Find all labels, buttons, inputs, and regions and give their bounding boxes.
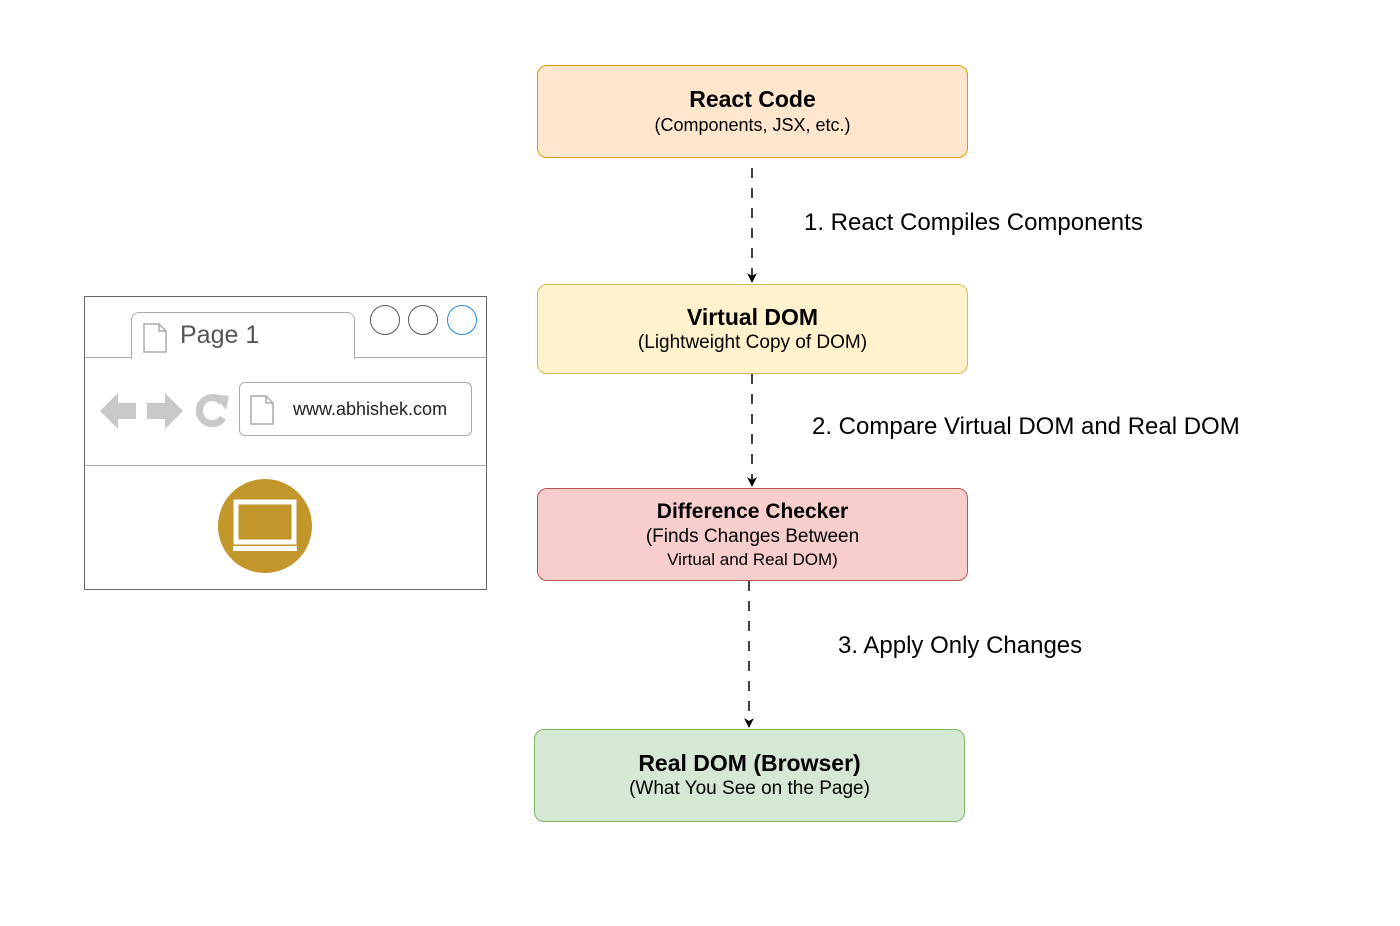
address-bar: www.abhishek.com xyxy=(239,382,472,436)
browser-window-mockup: Page 1 www.abhishek.com xyxy=(84,296,487,590)
difference-checker-node: Difference Checker (Finds Changes Betwee… xyxy=(537,488,968,581)
real-dom-node: Real DOM (Browser) (What You See on the … xyxy=(534,729,965,822)
address-url: www.abhishek.com xyxy=(293,399,448,419)
difference-checker-subtitle-line1: (Finds Changes Between xyxy=(645,525,860,547)
reload-icon xyxy=(195,394,229,428)
step-1-label: 1. React Compiles Components xyxy=(804,209,1143,236)
real-dom-title: Real DOM (Browser) xyxy=(638,750,861,776)
window-control-circle xyxy=(370,305,400,335)
react-code-node: React Code (Components, JSX, etc.) xyxy=(537,65,968,158)
tab-strip-line xyxy=(355,357,487,358)
browser-tab: Page 1 xyxy=(131,312,355,359)
react-code-title: React Code xyxy=(689,86,816,112)
step-2-label: 2. Compare Virtual DOM and Real DOM xyxy=(812,413,1240,440)
step-3-label: 3. Apply Only Changes xyxy=(838,632,1083,659)
difference-checker-title: Difference Checker xyxy=(656,499,849,523)
page-icon xyxy=(250,395,274,425)
react-code-subtitle: (Components, JSX, etc.) xyxy=(654,115,851,135)
tab-strip-line xyxy=(85,357,131,358)
monitor-badge xyxy=(218,479,312,573)
real-dom-subtitle: (What You See on the Page) xyxy=(629,778,870,799)
difference-checker-subtitle-line2: Virtual and Real DOM) xyxy=(667,549,838,569)
page-icon xyxy=(143,323,167,353)
monitor-icon xyxy=(233,499,297,551)
forward-arrow-icon xyxy=(147,393,183,429)
browser-divider xyxy=(85,465,486,466)
virtual-dom-title: Virtual DOM xyxy=(686,303,819,330)
window-control-circle xyxy=(408,305,438,335)
virtual-dom-subtitle: (Lightweight Copy of DOM) xyxy=(637,331,868,353)
virtual-dom-node: Virtual DOM (Lightweight Copy of DOM) xyxy=(537,284,968,374)
tab-label: Page 1 xyxy=(180,321,260,349)
window-control-circle xyxy=(447,305,477,335)
back-arrow-icon xyxy=(100,393,136,429)
